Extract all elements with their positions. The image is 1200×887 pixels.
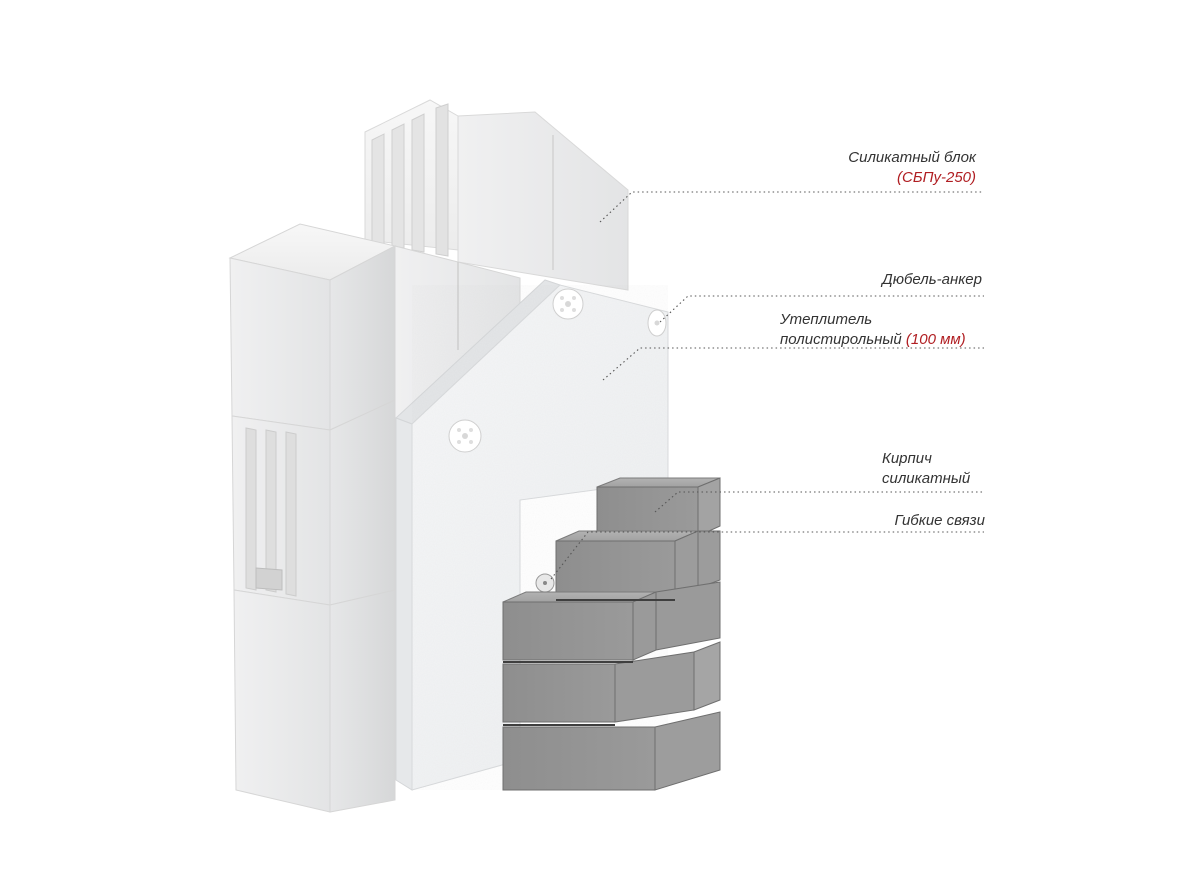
label-dowel-anchor: Дюбель-анкер: [882, 270, 982, 290]
label-brick: Кирпич силикатный: [882, 449, 970, 489]
dowel-anchor-3: [448, 419, 482, 453]
label-dowel-anchor-text: Дюбель-анкер: [882, 271, 982, 288]
dowel-anchor-1: [552, 288, 584, 320]
silicate-brick-wall: [502, 477, 721, 791]
label-silicate-block-accent: (СБПу-250): [897, 169, 976, 186]
label-insulation-line2: полистирольный: [780, 331, 902, 348]
dowel-anchor-2: [647, 309, 667, 337]
label-insulation-line1: Утеплитель: [780, 311, 873, 328]
label-silicate-block: Силикатный блок (СБПу-250): [848, 148, 976, 188]
label-brick-line1: Кирпич: [882, 450, 932, 467]
label-flexible-ties-text: Гибкие связи: [894, 512, 985, 529]
left-silicate-block: [228, 223, 521, 813]
upper-silicate-block: [364, 99, 629, 291]
label-insulation-accent: (100 мм): [905, 331, 966, 348]
label-silicate-block-text: Силикатный блок: [848, 149, 976, 166]
label-insulation: Утеплитель полистирольный (100 мм): [780, 310, 984, 350]
label-flexible-ties: Гибкие связи: [894, 511, 985, 531]
polystyrene-insulation: [395, 279, 669, 791]
label-brick-line2: силикатный: [882, 470, 971, 487]
leader-lines: [550, 191, 984, 580]
